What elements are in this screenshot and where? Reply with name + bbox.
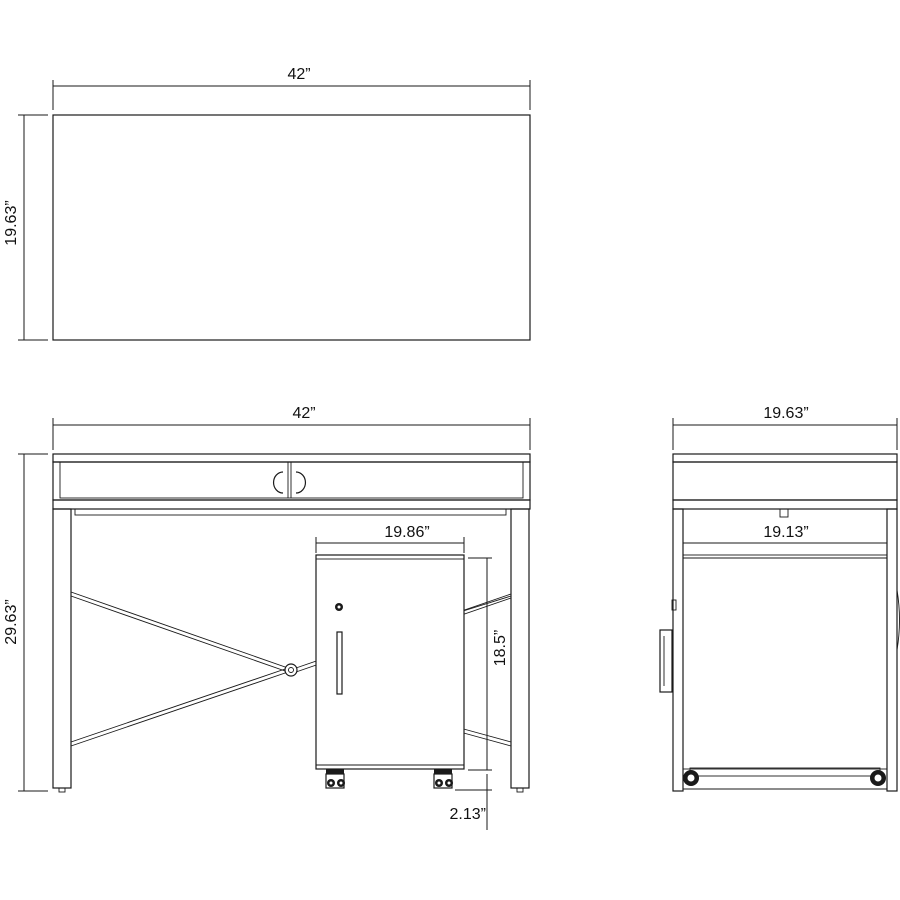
side-view-shelf bbox=[672, 461, 898, 501]
front-view-width-label: 42” bbox=[292, 405, 315, 422]
caster-height-dimension: 2.13” bbox=[450, 774, 492, 830]
keyboard-rail-clip bbox=[779, 508, 789, 518]
caster-height-label: 2.13” bbox=[450, 806, 486, 823]
grommet-icon bbox=[273, 471, 284, 494]
front-view-apron bbox=[52, 499, 531, 510]
side-view-apron bbox=[672, 499, 898, 510]
pedestal-width-dimension: 19.86” bbox=[315, 524, 465, 553]
side-view-pedestal bbox=[682, 554, 888, 770]
brace-hub bbox=[284, 663, 298, 677]
top-view-depth-label: 19.63” bbox=[3, 200, 20, 245]
pedestal-handle bbox=[336, 631, 343, 695]
top-view-width-label: 42” bbox=[287, 66, 310, 83]
top-view-depth-dimension: 19.63” bbox=[3, 114, 48, 341]
front-view-left-leg bbox=[52, 508, 72, 793]
side-view-inner-depth-label: 19.13” bbox=[763, 524, 808, 541]
keyboard-rail bbox=[74, 508, 507, 516]
side-view-top-panel bbox=[672, 453, 898, 463]
top-view-width-dimension: 42” bbox=[52, 66, 531, 110]
front-view-height-dimension: 29.63” bbox=[3, 453, 48, 792]
front-view: 42” 29.63” bbox=[3, 405, 531, 830]
caster-left-icon bbox=[325, 769, 345, 789]
side-view-depth-label: 19.63” bbox=[763, 405, 808, 422]
side-caster-front-icon bbox=[683, 770, 699, 786]
front-view-top-panel bbox=[52, 453, 531, 463]
pedestal-height-dimension: 18.5” bbox=[468, 557, 509, 771]
side-view-inner-depth-dimension: 19.13” bbox=[682, 524, 888, 553]
pedestal-body bbox=[315, 554, 465, 770]
side-view-front-leg bbox=[672, 508, 684, 792]
front-view-width-dimension: 42” bbox=[52, 405, 531, 450]
pedestal-height-label: 18.5” bbox=[492, 630, 509, 666]
top-view: 42” 19.63” bbox=[3, 66, 531, 341]
side-view-handle bbox=[659, 629, 673, 693]
mobile-pedestal bbox=[315, 554, 465, 789]
front-view-height-label: 29.63” bbox=[3, 599, 20, 644]
side-view-back-leg bbox=[886, 508, 898, 792]
front-view-shelf bbox=[52, 461, 531, 501]
side-caster-back-icon bbox=[870, 770, 886, 786]
front-view-right-leg bbox=[510, 508, 530, 793]
pedestal-width-label: 19.86” bbox=[384, 524, 429, 541]
side-view-depth-dimension: 19.63” bbox=[672, 405, 898, 450]
caster-right-icon bbox=[433, 769, 453, 789]
side-view: 19.63” 19.13” bbox=[659, 405, 900, 792]
top-view-desktop bbox=[52, 114, 531, 341]
